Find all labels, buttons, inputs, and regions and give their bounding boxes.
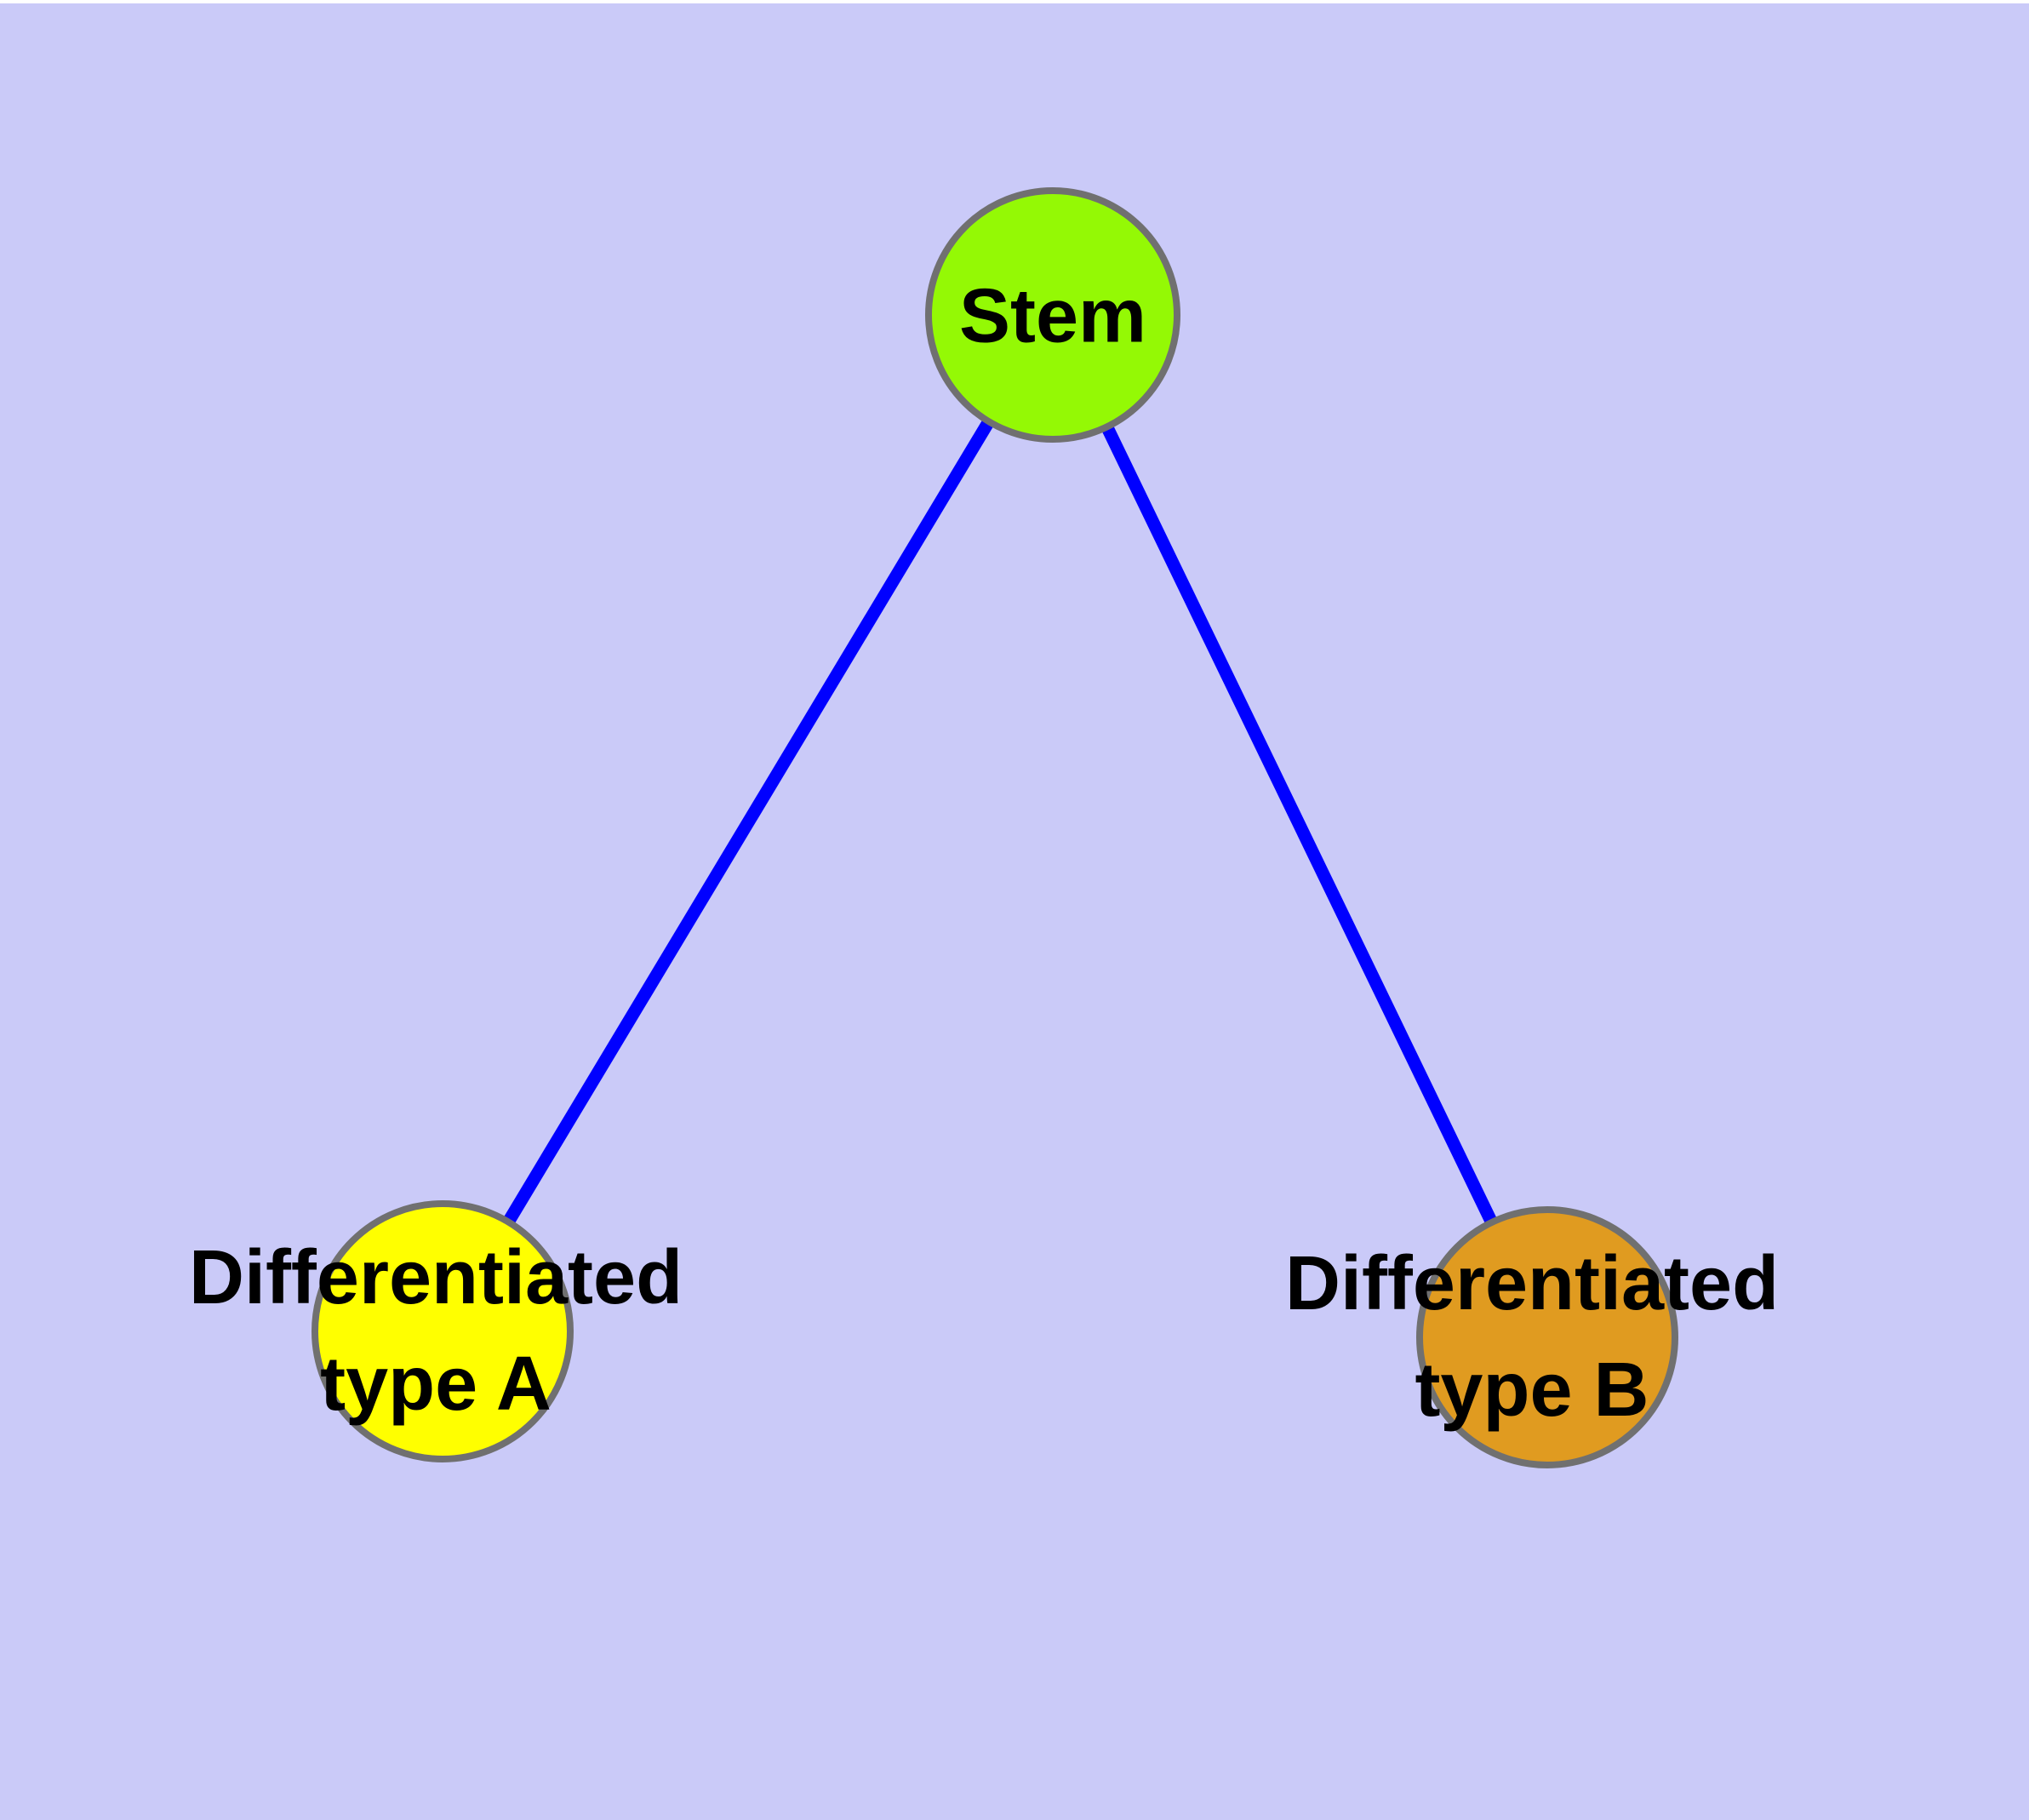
diagram-canvas: Stem Differentiated type A Differentiate… (0, 3, 2029, 1820)
edge-stem-to-type-a (437, 312, 1059, 1335)
node-type-a-label: Differentiated type A (188, 1235, 683, 1427)
node-stem-label: Stem (958, 273, 1147, 359)
graph-svg (311, 187, 1678, 1468)
node-stem-circle (925, 187, 1180, 443)
node-type-b-label: Differentiated type B (1284, 1241, 1780, 1433)
node-type-a-circle (311, 1200, 574, 1462)
node-type-b-circle (1416, 1206, 1678, 1468)
edge-stem-to-type-b (1047, 312, 1553, 1341)
